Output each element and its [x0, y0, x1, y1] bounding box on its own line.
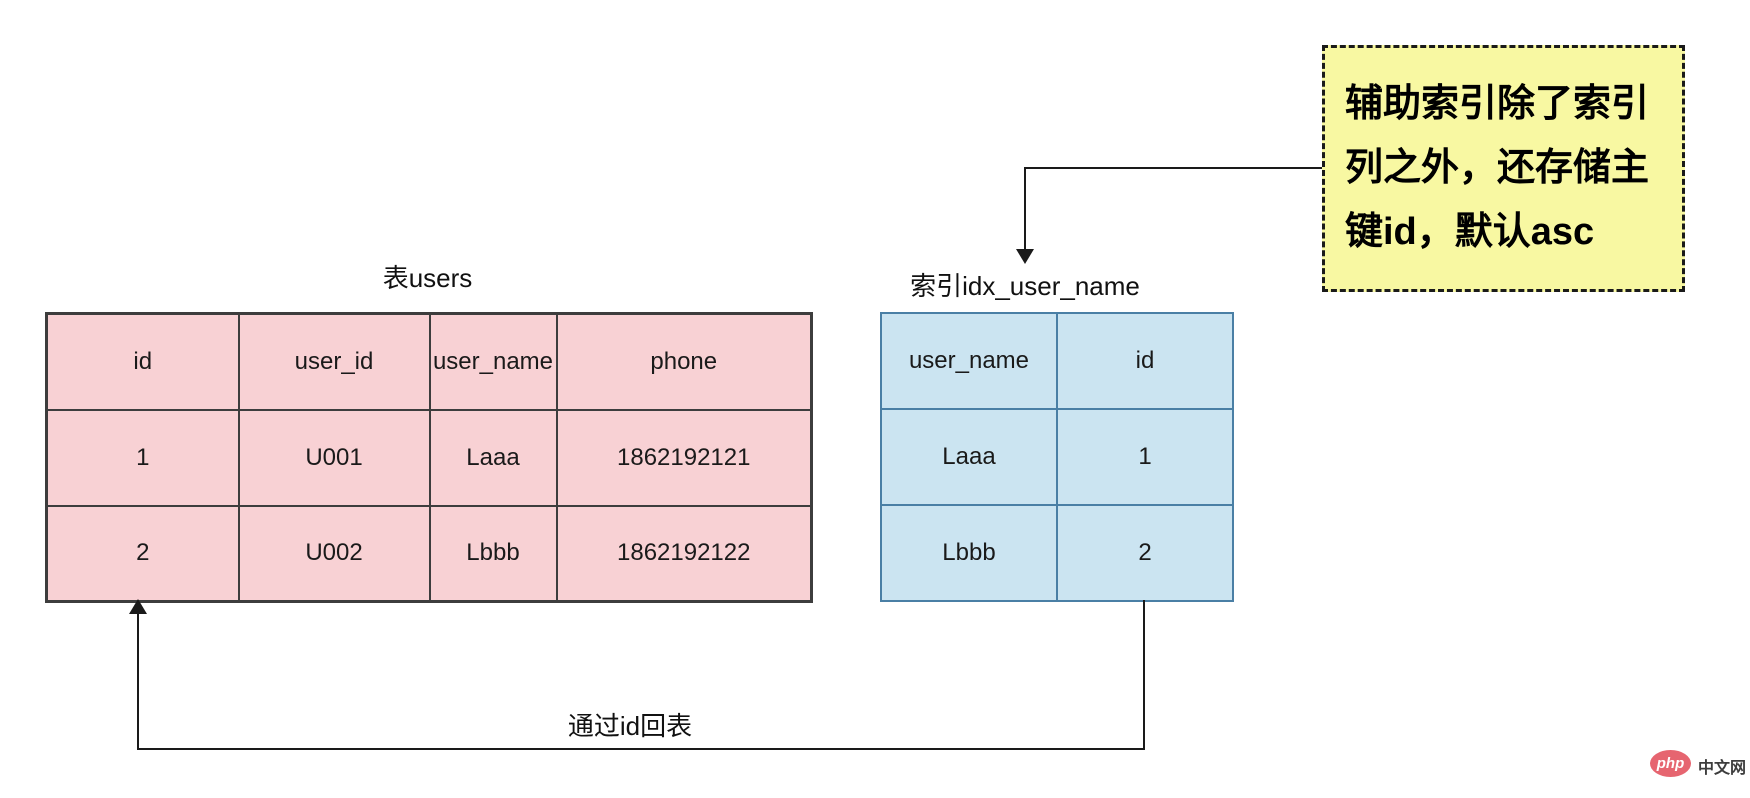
note-line: 键id，默认asc [1345, 211, 1595, 253]
users-table: id user_id user_name phone 1 U001 Laaa 1… [45, 312, 813, 603]
users-header-row: id user_id user_name phone [45, 312, 813, 411]
loop-arrow-horizontal-line [137, 748, 1145, 750]
watermark-site-text: 中文网 [1698, 760, 1747, 777]
index-cell: 1 [1056, 408, 1234, 506]
users-cell: Laaa [428, 408, 558, 507]
users-cell: U002 [237, 504, 431, 603]
index-cell: Laaa [880, 408, 1058, 506]
index-row-2: Lbbb 2 [880, 504, 1234, 602]
index-cell: 2 [1056, 504, 1234, 602]
users-cell: 1862192122 [555, 504, 813, 603]
users-row-2: 2 U002 Lbbb 1862192122 [45, 504, 813, 603]
index-cell: Lbbb [880, 504, 1058, 602]
users-cell: Lbbb [428, 504, 558, 603]
users-cell: U001 [237, 408, 431, 507]
users-header-phone: phone [555, 312, 813, 411]
index-row-1: Laaa 1 [880, 408, 1234, 506]
note-line: 辅助索引除了索引 [1345, 83, 1650, 125]
loop-arrowhead-icon [129, 599, 147, 614]
index-header-id: id [1056, 312, 1234, 410]
php-logo-icon: php [1650, 750, 1691, 777]
index-header-row: user_name id [880, 312, 1234, 410]
users-cell: 1 [45, 408, 240, 507]
users-header-user-id: user_id [237, 312, 431, 411]
loop-arrow-label: 通过id回表 [567, 711, 693, 741]
users-cell: 1862192121 [555, 408, 813, 507]
users-header-user-name: user_name [428, 312, 558, 411]
users-header-id: id [45, 312, 240, 411]
index-header-user-name: user_name [880, 312, 1058, 410]
index-table: user_name id Laaa 1 Lbbb 2 [880, 312, 1234, 602]
users-cell: 2 [45, 504, 240, 603]
secondary-index-note: 辅助索引除了索引 列之外，还存储主 键id，默认asc [1322, 45, 1685, 292]
users-table-label: 表users [382, 263, 473, 293]
index-table-label: 索引idx_user_name [910, 271, 1140, 301]
note-arrow-horizontal-line [1024, 167, 1322, 169]
loop-arrow-up-line [137, 612, 139, 750]
note-arrow-vertical-line [1024, 167, 1026, 250]
note-line: 列之外，还存储主 [1345, 147, 1650, 189]
users-row-1: 1 U001 Laaa 1862192121 [45, 408, 813, 507]
loop-arrow-down-line [1143, 600, 1145, 750]
php-logo-text: php [1656, 755, 1685, 772]
note-arrowhead-icon [1016, 249, 1034, 264]
